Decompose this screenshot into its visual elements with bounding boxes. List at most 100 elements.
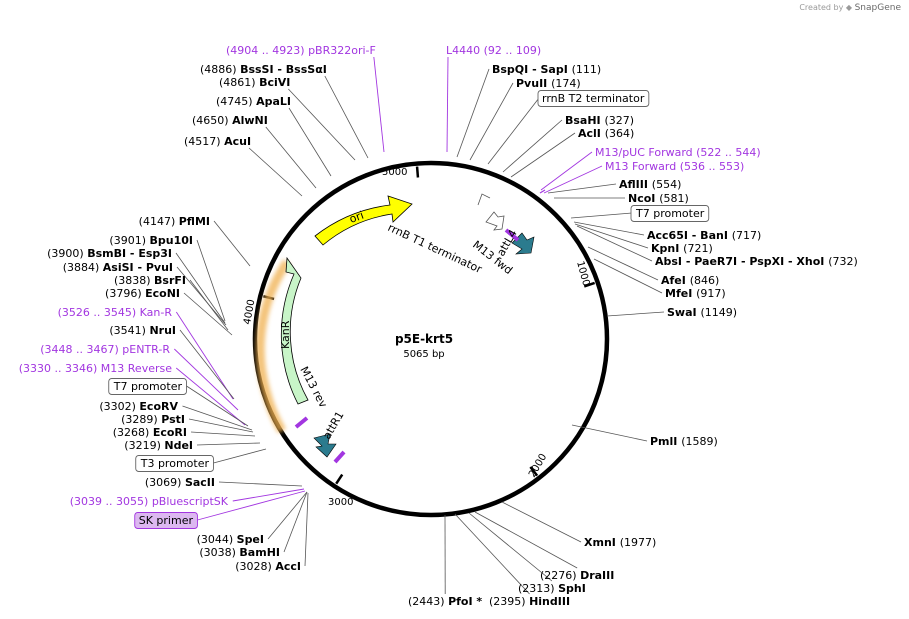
label-name: BciVI bbox=[259, 76, 290, 89]
label-pbluescriptsk[interactable]: (3039 .. 3055) pBluescriptSK bbox=[70, 495, 229, 508]
label-psti[interactable]: (3289) PstI bbox=[121, 413, 185, 426]
label-name: M13 Reverse bbox=[101, 362, 172, 375]
label-swai[interactable]: SwaI (1149) bbox=[667, 306, 737, 319]
features bbox=[255, 189, 546, 464]
label-sk-primer[interactable]: SK primer bbox=[134, 512, 198, 529]
rrnB-T1-terminator-arrow[interactable] bbox=[485, 211, 505, 231]
label-position: (2313) bbox=[518, 582, 558, 595]
label-bpu10i[interactable]: (3901) Bpu10I bbox=[109, 234, 193, 247]
label-t7-promoter[interactable]: T7 promoter bbox=[630, 205, 710, 222]
leader-ndei bbox=[196, 442, 261, 446]
kanr-glow bbox=[255, 259, 291, 434]
label-bspqi-sapi[interactable]: BspQI - SapI (111) bbox=[492, 63, 601, 76]
label-name: MfeI bbox=[665, 287, 696, 300]
label-pfoi[interactable]: (2443) PfoI * bbox=[408, 595, 482, 608]
label-acui[interactable]: (4517) AcuI bbox=[184, 135, 251, 148]
leader-pbluescriptsk bbox=[232, 488, 305, 502]
leader-hindiii bbox=[454, 513, 530, 595]
label-apali[interactable]: (4745) ApaLI bbox=[216, 95, 291, 108]
label-spei[interactable]: (3044) SpeI bbox=[197, 533, 264, 546]
label-box bbox=[135, 455, 214, 472]
label-pvuii[interactable]: PvuII (174) bbox=[516, 77, 581, 90]
label-t7-promoter[interactable]: T7 promoter bbox=[108, 378, 187, 395]
label-alwni[interactable]: (4650) AlwNI bbox=[192, 114, 268, 127]
label-text-bspqi-sapi: BspQI - SapI (111) bbox=[492, 63, 601, 76]
label-acci[interactable]: (3028) AccI bbox=[235, 560, 301, 573]
label-ecorv[interactable]: (3302) EcoRV bbox=[99, 400, 178, 413]
label-rrnb-t2-terminator[interactable]: rrnB T2 terminator bbox=[537, 90, 650, 107]
label-l4440[interactable]: L4440 (92 .. 109) bbox=[446, 44, 541, 57]
label-text-apali: (4745) ApaLI bbox=[216, 95, 291, 108]
label-position: (3330 .. 3346) bbox=[19, 362, 101, 375]
label-name: SK primer bbox=[139, 514, 194, 527]
label-xmni[interactable]: XmnI (1977) bbox=[584, 536, 656, 549]
label-m13-puc-forward[interactable]: M13/pUC Forward (522 .. 544) bbox=[595, 146, 761, 159]
label-asisi-pvui[interactable]: (3884) AsiSI - PvuI bbox=[63, 261, 173, 274]
label-m13-reverse[interactable]: (3330 .. 3346) M13 Reverse bbox=[19, 362, 172, 375]
label-pflmi[interactable]: (4147) PflMI bbox=[139, 215, 210, 228]
leader-m13-puc-forward bbox=[540, 151, 593, 191]
credit-brand: SnapGene bbox=[854, 3, 901, 13]
label-text-pbr322ori-f: (4904 .. 4923) pBR322ori-F bbox=[226, 44, 376, 57]
label-name: BssSI - BssSαI bbox=[240, 63, 327, 76]
label-name: PfoI * bbox=[448, 595, 482, 608]
label-name: AbsI - PaeR7I - PspXI - XhoI bbox=[655, 255, 828, 268]
label-position: (3268) bbox=[113, 426, 153, 439]
label-bsahi[interactable]: BsaHI (327) bbox=[565, 114, 634, 127]
leader-sacii bbox=[218, 481, 303, 487]
label-kan-r[interactable]: (3526 .. 3545) Kan-R bbox=[58, 306, 173, 319]
leader-alwni bbox=[265, 126, 317, 189]
label-text-pfoi: (2443) PfoI * bbox=[408, 595, 482, 608]
label-ncoi[interactable]: NcoI (581) bbox=[628, 192, 689, 205]
label-ecori[interactable]: (3268) EcoRI bbox=[113, 426, 187, 439]
label-sacii[interactable]: (3069) SacII bbox=[145, 476, 215, 489]
leader-bsssi-bsss-i bbox=[324, 75, 369, 159]
label-absi-paer7i-pspxi-xhoi[interactable]: AbsI - PaeR7I - PspXI - XhoI (732) bbox=[655, 255, 858, 268]
label-nrui[interactable]: (3541) NruI bbox=[109, 324, 176, 337]
label-bsssi-bsss-i[interactable]: (4886) BssSI - BssSαI bbox=[200, 63, 327, 76]
label-text-rrnb-t2-terminator: rrnB T2 terminator bbox=[542, 92, 645, 105]
label-position: (4650) bbox=[192, 114, 232, 127]
label-text-t7-promoter: T7 promoter bbox=[635, 207, 705, 220]
label-position: (4904 .. 4923) bbox=[226, 44, 308, 57]
label-position: (3039 .. 3055) bbox=[70, 495, 152, 508]
attR1-feature-arrow[interactable] bbox=[313, 433, 337, 458]
label-t3-promoter[interactable]: T3 promoter bbox=[135, 455, 214, 472]
label-name: AcuI bbox=[224, 135, 251, 148]
tick-label-4000: 4000 bbox=[242, 299, 257, 326]
label-name: ApaLI bbox=[256, 95, 291, 108]
label-text-draiii: (2276) DraIII bbox=[540, 569, 614, 582]
label-position: (3028) bbox=[235, 560, 275, 573]
label-hindiii[interactable]: (2395) HindIII bbox=[489, 595, 570, 608]
label-ndei[interactable]: (3219) NdeI bbox=[124, 439, 193, 452]
kanr-feature-arrow[interactable] bbox=[280, 256, 309, 405]
leader-bamhi bbox=[283, 491, 308, 553]
label-bsrfi[interactable]: (3838) BsrFI bbox=[114, 274, 186, 287]
label-bcivi[interactable]: (4861) BciVI bbox=[219, 76, 290, 89]
label-sphi[interactable]: (2313) SphI bbox=[518, 582, 586, 595]
label-acli[interactable]: AclI (364) bbox=[578, 127, 634, 140]
label-acc65i-bani[interactable]: Acc65I - BanI (717) bbox=[647, 229, 761, 242]
label-name: AsiSI - PvuI bbox=[103, 261, 173, 274]
label-position: (721) bbox=[683, 242, 713, 255]
label-mfei[interactable]: MfeI (917) bbox=[665, 287, 726, 300]
label-bamhi[interactable]: (3038) BamHI bbox=[199, 546, 280, 559]
label-econi[interactable]: (3796) EcoNI bbox=[105, 287, 180, 300]
label-text-ecorv: (3302) EcoRV bbox=[99, 400, 178, 413]
label-draiii[interactable]: (2276) DraIII bbox=[540, 569, 614, 582]
label-kpni[interactable]: KpnI (721) bbox=[651, 242, 713, 255]
snapgene-credit: Created by ◆ SnapGene bbox=[799, 3, 901, 13]
label-position: (917) bbox=[696, 287, 726, 300]
label-m13-forward[interactable]: M13 Forward (536 .. 553) bbox=[605, 160, 744, 173]
label-text-sacii: (3069) SacII bbox=[145, 476, 215, 489]
ori-feature-arrow[interactable] bbox=[314, 195, 413, 246]
label-text-bpu10i: (3901) Bpu10I bbox=[109, 234, 193, 247]
label-pmli[interactable]: PmlI (1589) bbox=[650, 435, 718, 448]
label-afei[interactable]: AfeI (846) bbox=[661, 274, 719, 287]
label-pentr-r[interactable]: (3448 .. 3467) pENTR-R bbox=[40, 343, 170, 356]
label-afliii[interactable]: AflIII (554) bbox=[619, 178, 681, 191]
label-bsmbi-esp3i[interactable]: (3900) BsmBI - Esp3I bbox=[47, 247, 172, 260]
label-position: (536 .. 553) bbox=[680, 160, 745, 173]
label-pbr322ori-f[interactable]: (4904 .. 4923) pBR322ori-F bbox=[226, 44, 376, 57]
label-text-pbluescriptsk: (3039 .. 3055) pBluescriptSK bbox=[70, 495, 229, 508]
